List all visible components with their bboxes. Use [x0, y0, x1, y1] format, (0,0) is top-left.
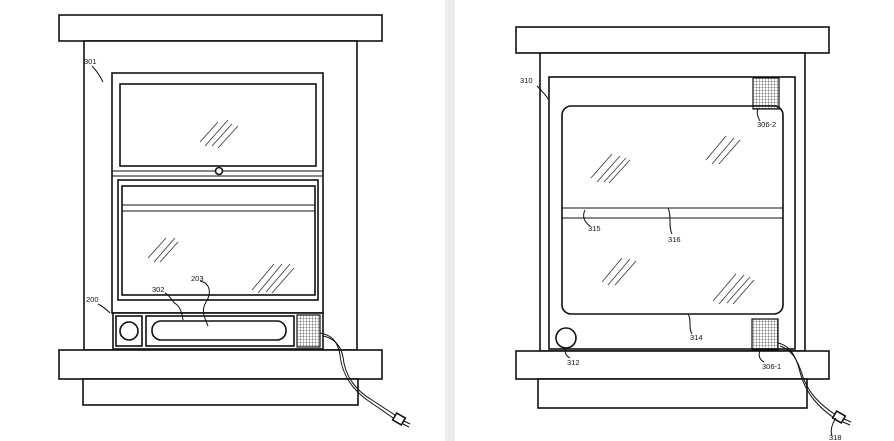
left-glass-hatch	[147, 119, 295, 294]
left-intake-circle	[119, 321, 139, 341]
left-window-apron	[82, 378, 359, 406]
sash-lock-icon	[214, 166, 224, 176]
leader-316	[667, 207, 673, 235]
label-316: 316	[668, 235, 681, 244]
left-window-sill	[58, 349, 383, 380]
label-200: 200	[86, 295, 99, 304]
label-306-1: 306-1	[762, 362, 781, 371]
right-sensor-circle	[555, 327, 577, 349]
right-upper-grille-icon	[752, 77, 780, 110]
left-power-cord	[319, 332, 397, 421]
leader-306-2	[756, 107, 761, 122]
right-power-cord	[777, 342, 835, 419]
figure-divider	[445, 0, 455, 441]
label-318: 318	[829, 433, 842, 441]
right-window-sill	[515, 350, 830, 380]
label-310: 310	[520, 76, 533, 85]
right-plug-icon	[831, 409, 852, 426]
label-301: 301	[84, 57, 97, 66]
left-plug-icon	[391, 411, 411, 428]
left-figure	[58, 14, 411, 428]
leader-318	[830, 417, 837, 437]
left-window-header	[58, 14, 383, 42]
right-glass-hatch	[590, 135, 755, 305]
right-window-apron	[537, 378, 808, 409]
left-vent-slot	[151, 320, 287, 341]
right-lower-grille-icon	[751, 318, 779, 351]
left-grille-icon	[296, 314, 321, 348]
label-203: 203	[191, 274, 204, 283]
leader-301	[91, 65, 104, 83]
label-302: 302	[152, 285, 165, 294]
leader-200	[97, 303, 111, 314]
leader-302	[164, 292, 184, 321]
right-figure	[515, 26, 852, 437]
leader-203	[199, 280, 210, 327]
label-314: 314	[690, 333, 703, 342]
leader-315	[583, 209, 591, 227]
leader-306-1	[758, 349, 765, 363]
label-306-2: 306-2	[757, 120, 776, 129]
left-upper-pane	[119, 83, 317, 167]
label-312: 312	[567, 358, 580, 367]
label-315: 315	[588, 224, 601, 233]
right-glass-panel	[561, 105, 784, 315]
left-lower-pane	[121, 185, 316, 296]
right-window-header	[515, 26, 830, 54]
leader-310	[536, 85, 550, 101]
leader-312	[564, 347, 571, 359]
leader-314	[687, 313, 693, 335]
